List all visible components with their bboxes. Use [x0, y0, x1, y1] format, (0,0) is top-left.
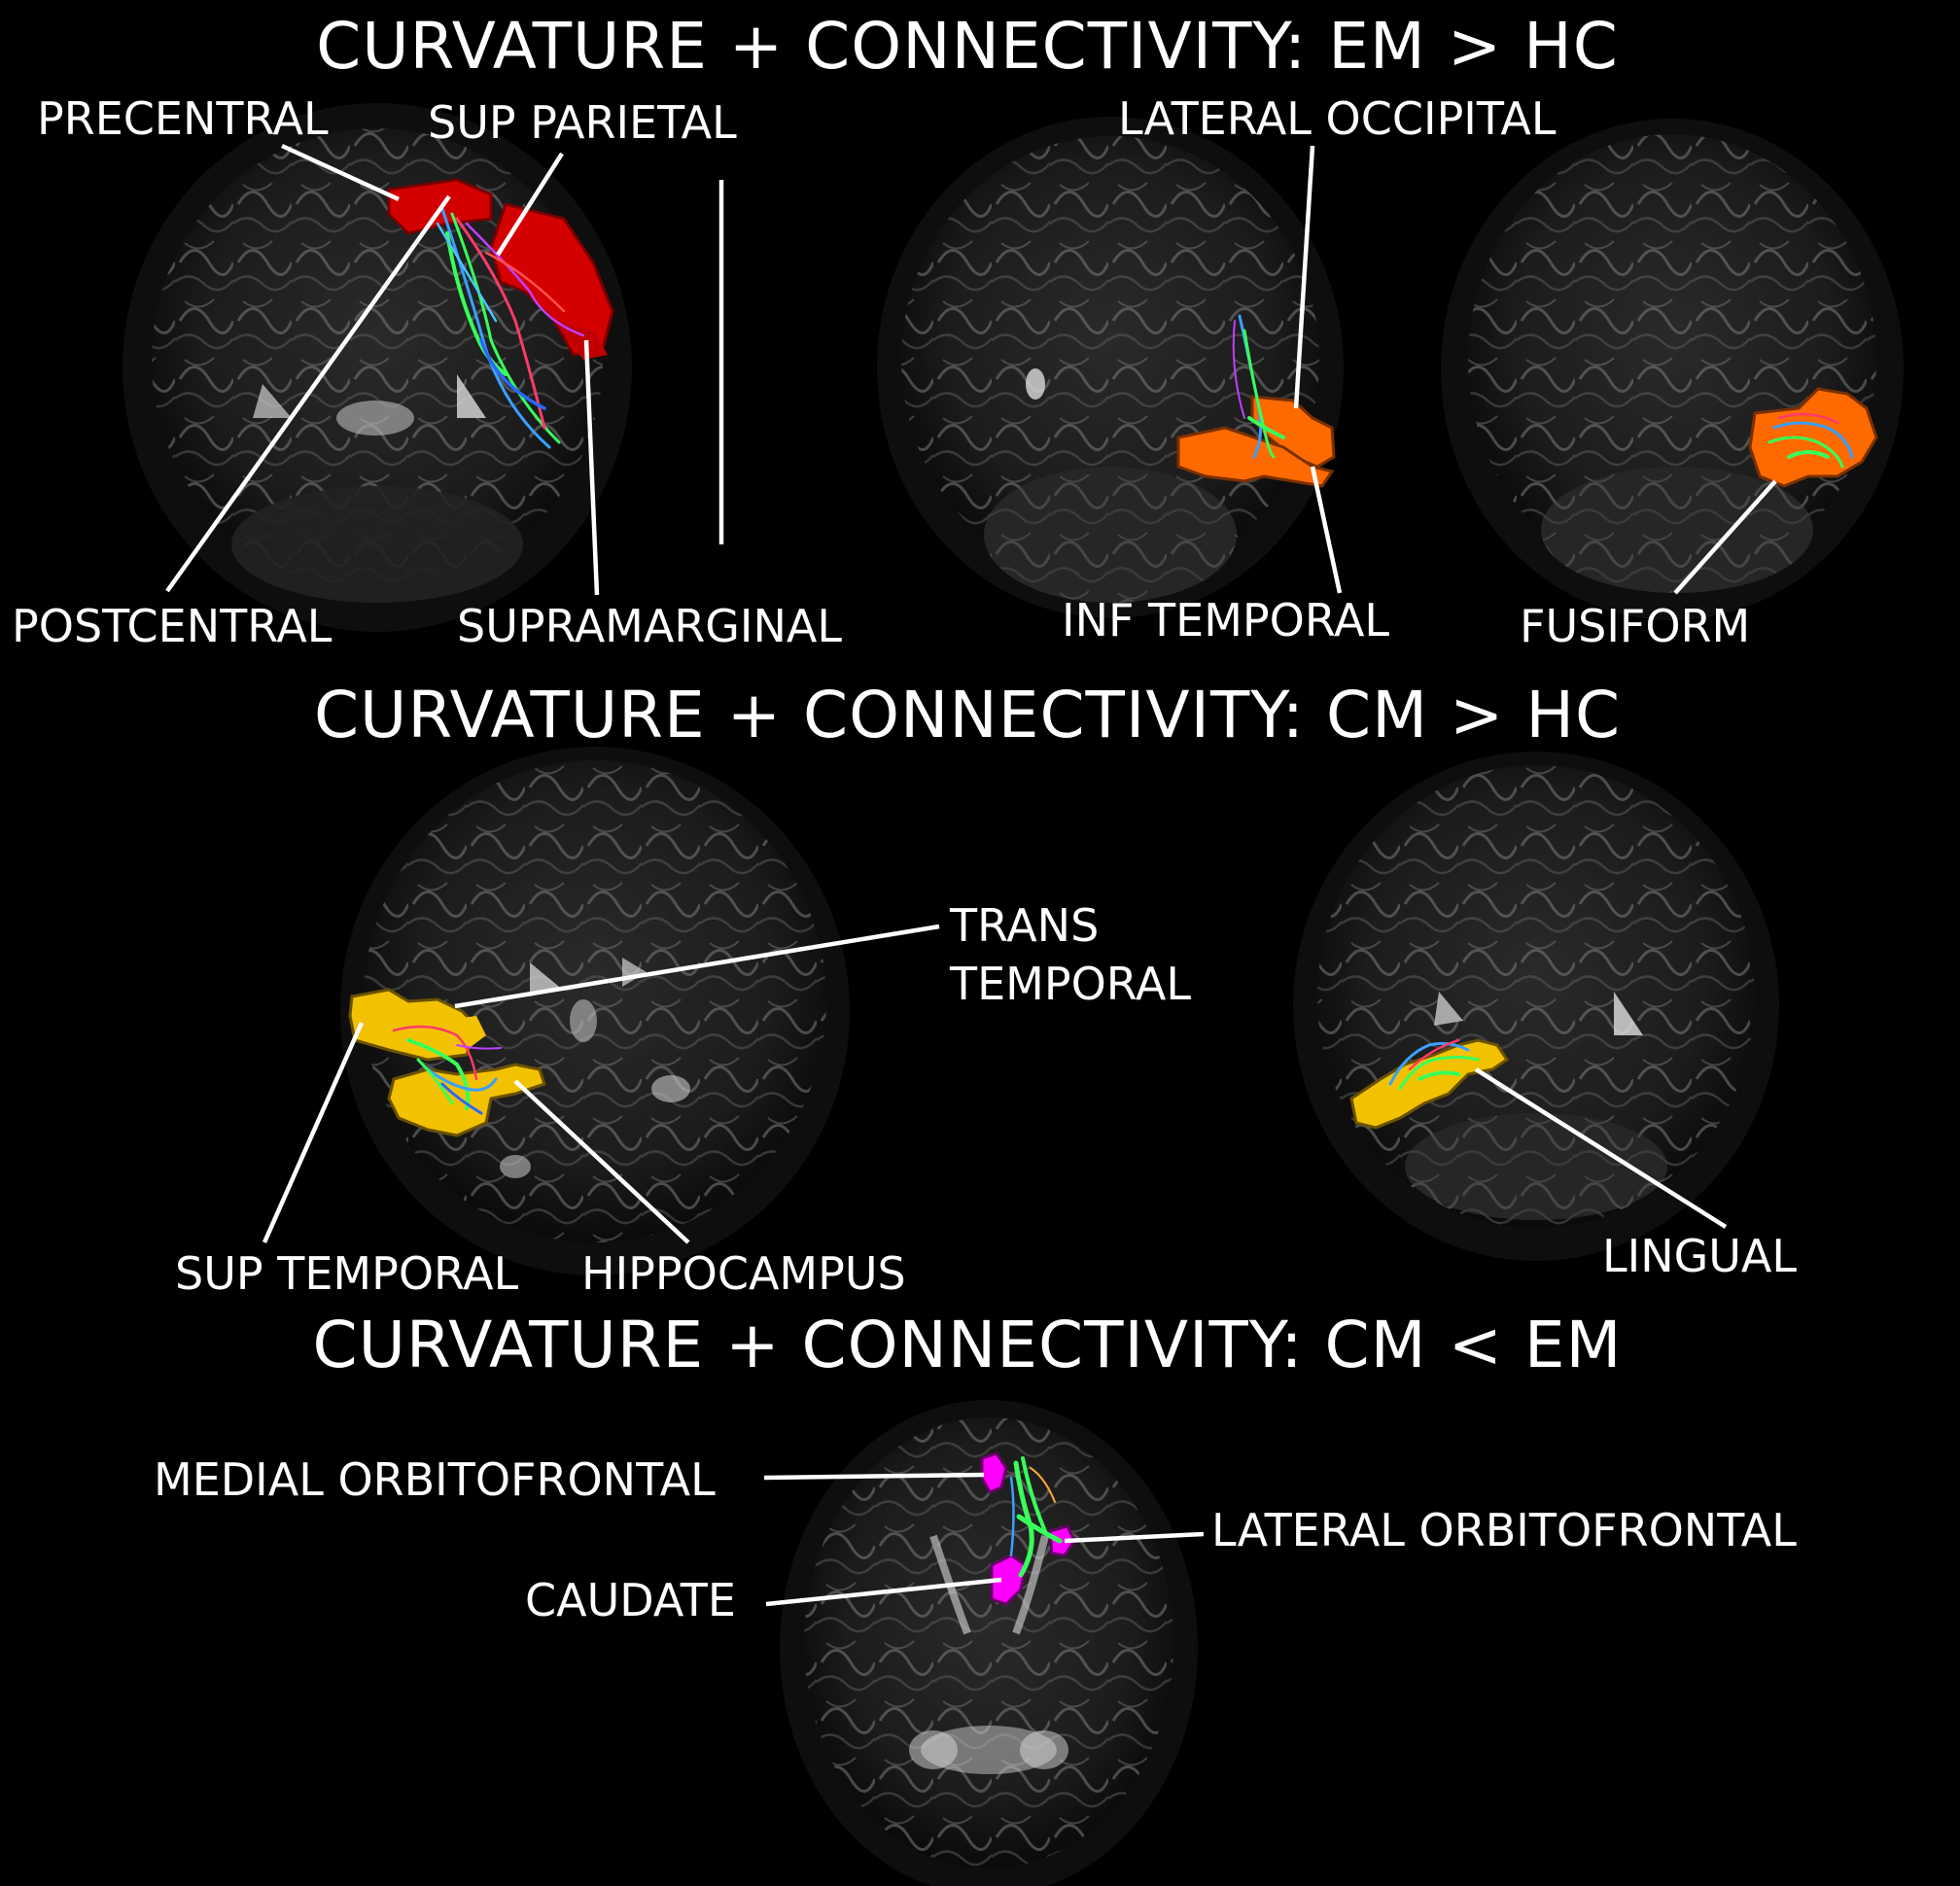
brain-scan-2: [877, 117, 1344, 618]
trans-temporal-region: [442, 1016, 486, 1050]
fiber-tract-3: [1768, 412, 1854, 469]
label-sup-temporal: SUP TEMPORAL: [175, 1247, 519, 1300]
leader-trans-temporal: [454, 924, 940, 1009]
leader-caudate: [765, 1577, 1002, 1607]
leader-medial-orbitofrontal: [763, 1472, 985, 1481]
fiber-tract-4: [392, 1025, 502, 1115]
label-lingual: LINGUAL: [1602, 1230, 1797, 1282]
panel-2-title: CURVATURE + CONNECTIVITY: CM > HC: [314, 678, 1621, 752]
brain-scan-3: [1441, 119, 1904, 620]
fiber-tract-5: [1388, 1038, 1480, 1091]
fiber-tract-1: [436, 207, 585, 449]
leader-precentral: [281, 143, 400, 202]
region-overlay-orange-2: [1748, 387, 1878, 488]
leader-sup-temporal: [262, 1022, 365, 1243]
label-lateral-occipital: LATERAL OCCIPITAL: [1118, 92, 1557, 145]
leader-inf-temporal: [1310, 466, 1343, 594]
label-trans: TRANS: [949, 899, 1099, 952]
leader-lateral-occipital: [1293, 145, 1315, 409]
label-temporal: TEMPORAL: [949, 958, 1191, 1010]
label-fusiform: FUSIFORM: [1520, 600, 1750, 652]
brain-scan-6: [780, 1400, 1198, 1886]
label-medial-orbitofrontal: MEDIAL ORBITOFRONTAL: [154, 1453, 716, 1506]
sup-parietal-region: [489, 202, 614, 357]
label-precentral: PRECENTRAL: [37, 92, 329, 145]
supramarginal-region: [554, 321, 608, 360]
medial-orbitofrontal-region: [980, 1451, 1008, 1494]
label-hippocampus: HIPPOCAMPUS: [581, 1247, 906, 1300]
fiber-tract-6: [1009, 1456, 1063, 1578]
leader-postcentral: [165, 194, 451, 593]
leader-hippocampus: [513, 1079, 690, 1244]
leader-lingual: [1474, 1067, 1728, 1229]
fiber-tract-2: [1232, 314, 1285, 459]
leader-lateral-orbitofrontal: [1064, 1531, 1205, 1544]
panel-1-title: CURVATURE + CONNECTIVITY: EM > HC: [316, 9, 1619, 84]
label-lateral-orbitofrontal: LATERAL ORBITOFRONTAL: [1211, 1504, 1797, 1556]
label-sup-parietal: SUP PARIETAL: [428, 96, 737, 149]
fusiform-region: [1748, 387, 1878, 488]
label-inf-temporal: INF TEMPORAL: [1062, 594, 1389, 646]
brain-scan-5: [1293, 751, 1779, 1261]
label-caudate: CAUDATE: [525, 1574, 736, 1626]
label-postcentral: POSTCENTRAL: [12, 600, 332, 652]
leader-fusiform: [1673, 479, 1777, 595]
brain-scan-1: [122, 103, 632, 632]
label-supramarginal: SUPRAMARGINAL: [457, 600, 842, 652]
panel-3-title: CURVATURE + CONNECTIVITY: CM < EM: [312, 1308, 1622, 1382]
leader-supramarginal: [583, 339, 600, 596]
leader-sup-parietal: [496, 152, 564, 257]
